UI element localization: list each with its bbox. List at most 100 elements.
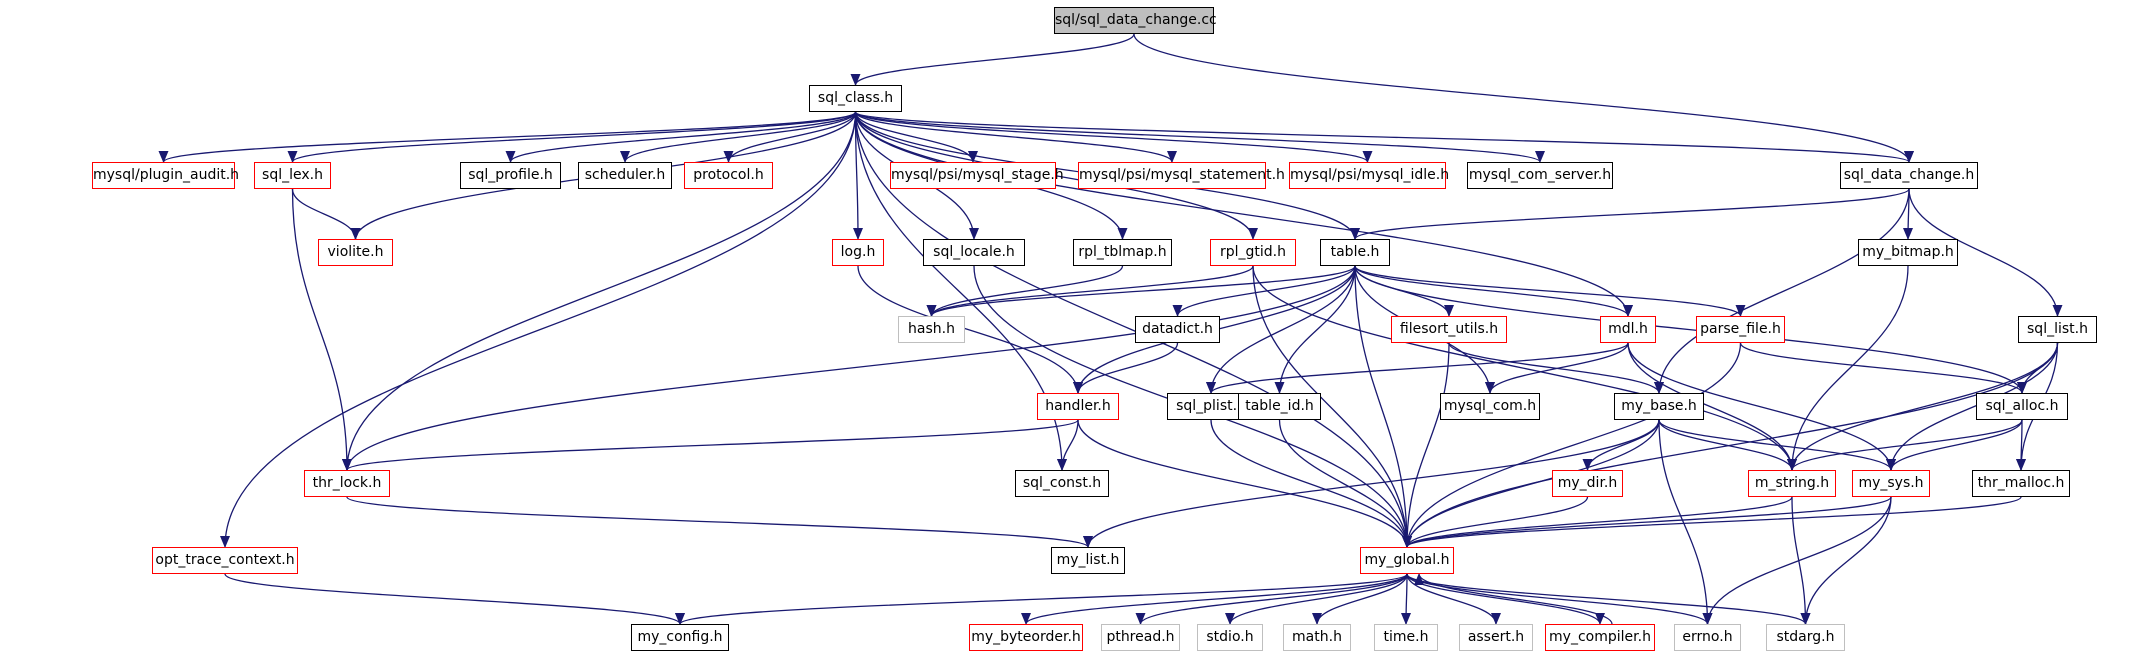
node-opt-trace-context-h[interactable]: opt_trace_context.h: [152, 547, 298, 574]
node-table-id-h[interactable]: table_id.h: [1238, 393, 1321, 420]
edge-my-base-h-to-my-sys-h: [1658, 419, 1896, 471]
edge-sql-class-h-to-opt-trace-context-h: [220, 111, 857, 548]
node-stdarg-h[interactable]: stdarg.h: [1766, 624, 1845, 651]
node-datadict-h[interactable]: datadict.h: [1135, 316, 1220, 343]
node-sql-alloc-h[interactable]: sql_alloc.h: [1976, 393, 2068, 420]
node-filesort-utils-h[interactable]: filesort_utils.h: [1391, 316, 1507, 343]
node-my-config-h[interactable]: my_config.h: [631, 624, 729, 651]
node-table-h[interactable]: table.h: [1320, 239, 1390, 266]
node-sql-class-h[interactable]: sql_class.h: [809, 85, 902, 112]
edge-my-global-h-to-pthread-h: [1135, 573, 1408, 625]
edge-sql-data-change-cc-to-sql-data-change-h: [1133, 33, 1914, 163]
node-errno-h[interactable]: errno.h: [1674, 624, 1741, 651]
node-my-list-h[interactable]: my_list.h: [1051, 547, 1125, 574]
node-sql-locale-h[interactable]: sql_locale.h: [923, 239, 1025, 266]
edge-sql-class-h-to-sql-profile-h: [505, 111, 857, 163]
edge-sql-data-change-cc-to-sql-class-h: [850, 33, 1135, 86]
edge-my-bitmap-h-to-m-string-h: [1787, 265, 1909, 471]
node-my-dir-h[interactable]: my_dir.h: [1552, 470, 1623, 497]
node-hash-h[interactable]: hash.h: [898, 316, 965, 343]
node-log-h[interactable]: log.h: [832, 239, 884, 266]
edge-table-h-to-my-global-h: [1354, 265, 1412, 548]
edge-sql-class-h-to-my-global-h: [854, 111, 1412, 548]
edge-sql-data-change-h-to-table-h: [1350, 188, 1910, 240]
edge-my-global-h-to-time-h: [1401, 573, 1412, 625]
edge-sql-class-h-to-scheduler-h: [620, 111, 857, 163]
node-parse-file-h[interactable]: parse_file.h: [1696, 316, 1785, 343]
edge-table-h-to-sql-plist-h: [1206, 265, 1356, 394]
edge-sql-list-h-to-m-string-h: [1787, 342, 2059, 471]
edge-my-global-h-to-stdio-h: [1225, 573, 1408, 625]
node-sql-lex-h[interactable]: sql_lex.h: [254, 162, 331, 189]
edge-sql-class-h-to-mysql-psi-mysql-idle-h: [854, 111, 1373, 163]
node-sql-const-h[interactable]: sql_const.h: [1015, 470, 1109, 497]
edge-m-string-h-to-my-global-h: [1402, 496, 1793, 548]
node-protocol-h[interactable]: protocol.h: [684, 162, 773, 189]
node-thr-lock-h[interactable]: thr_lock.h: [304, 470, 390, 497]
node-handler-h[interactable]: handler.h: [1037, 393, 1119, 420]
node-assert-h[interactable]: assert.h: [1459, 624, 1533, 651]
node-my-compiler-h[interactable]: my_compiler.h: [1545, 624, 1655, 651]
edge-sql-lex-h-to-thr-lock-h: [291, 188, 352, 471]
edge-rpl-gtid-h-to-hash-h: [926, 265, 1254, 317]
edge-sql-data-change-h-to-my-base-h: [1654, 188, 1910, 394]
node-mysql-psi-mysql-idle-h[interactable]: mysql/psi/mysql_idle.h: [1289, 162, 1449, 189]
edge-parse-file-h-to-sql-alloc-h: [1739, 342, 2027, 394]
edge-my-global-h-to-stdarg-h: [1406, 573, 1811, 625]
node-scheduler-h[interactable]: scheduler.h: [578, 162, 672, 189]
edge-sql-alloc-h-to-my-sys-h: [1886, 419, 2023, 471]
node-my-bitmap-h[interactable]: my_bitmap.h: [1858, 239, 1958, 266]
edge-log-h-to-handler-h: [857, 265, 1083, 394]
node-time-h[interactable]: time.h: [1374, 624, 1438, 651]
edge-sql-list-h-to-my-sys-h: [1886, 342, 2059, 471]
edge-my-base-h-to-my-list-h: [1083, 419, 1660, 548]
node-rpl-gtid-h[interactable]: rpl_gtid.h: [1210, 239, 1296, 266]
node-mysql-psi-mysql-statement-h[interactable]: mysql/psi/mysql_statement.h: [1078, 162, 1285, 189]
edge-sql-alloc-h-to-thr-malloc-h: [2016, 419, 2027, 471]
edge-table-h-to-parse-file-h: [1354, 265, 1746, 317]
edge-my-sys-h-to-my-global-h: [1402, 496, 1892, 548]
node-rpl-tblmap-h[interactable]: rpl_tblmap.h: [1073, 239, 1172, 266]
node-mdl-h[interactable]: mdl.h: [1600, 316, 1656, 343]
edge-rpl-tblmap-h-to-hash-h: [926, 265, 1124, 317]
node-mysql-com-h[interactable]: mysql_com.h: [1440, 393, 1540, 420]
edges: [158, 33, 2063, 625]
edge-my-sys-h-to-stdarg-h: [1800, 496, 1892, 625]
edge-my-base-h-to-my-global-h: [1402, 419, 1660, 548]
node-my-byteorder-h[interactable]: my_byteorder.h: [969, 624, 1083, 651]
node-mysql-psi-mysql-stage-h[interactable]: mysql/psi/mysql_stage.h: [890, 162, 1064, 189]
node-sql-profile-h[interactable]: sql_profile.h: [460, 162, 561, 189]
edge-table-h-to-hash-h: [926, 265, 1356, 317]
node-my-sys-h[interactable]: my_sys.h: [1852, 470, 1930, 497]
node-mysql-com-server-h[interactable]: mysql_com_server.h: [1467, 162, 1613, 189]
edge-sql-class-h-to-sql-lex-h: [287, 111, 857, 163]
edge-table-h-to-datadict-h: [1172, 265, 1356, 317]
node-mysql-plugin-audit-h[interactable]: mysql/plugin_audit.h: [92, 162, 239, 189]
edge-my-dir-h-to-my-global-h: [1402, 496, 1589, 548]
edge-mdl-h-to-m-string-h: [1627, 342, 1797, 471]
node-m-string-h[interactable]: m_string.h: [1748, 470, 1836, 497]
edge-sql-class-h-to-thr-lock-h: [342, 111, 857, 471]
edge-table-id-h-to-my-global-h: [1278, 419, 1412, 548]
edge-filesort-utils-h-to-my-base-h: [1448, 342, 1664, 394]
node-thr-malloc-h[interactable]: thr_malloc.h: [1972, 470, 2070, 497]
edge-table-h-to-mdl-h: [1354, 265, 1633, 317]
edge-sql-lex-h-to-violite-h: [291, 188, 361, 240]
node-sql-list-h[interactable]: sql_list.h: [2018, 316, 2097, 343]
node-stdio-h[interactable]: stdio.h: [1197, 624, 1263, 651]
edge-parse-file-h-to-my-global-h: [1402, 342, 1742, 548]
node-pthread-h[interactable]: pthread.h: [1101, 624, 1180, 651]
edge-sql-class-h-to-mdl-h: [854, 111, 1633, 317]
node-violite-h[interactable]: violite.h: [318, 239, 393, 266]
node-sql-data-change-h[interactable]: sql_data_change.h: [1840, 162, 1978, 189]
edge-thr-lock-h-to-my-list-h: [346, 496, 1093, 548]
node-math-h[interactable]: math.h: [1283, 624, 1351, 651]
edge-my-sys-h-to-errno-h: [1702, 496, 1892, 625]
node-my-global-h[interactable]: my_global.h: [1360, 547, 1454, 574]
edge-sql-plist-h-to-my-global-h: [1210, 419, 1412, 548]
edge-sql-data-change-h-to-sql-list-h: [1908, 188, 2063, 317]
node-my-base-h[interactable]: my_base.h: [1614, 393, 1704, 420]
edge-sql-list-h-to-my-global-h: [1402, 342, 2059, 548]
edge-table-h-to-sql-alloc-h: [1354, 265, 2027, 394]
